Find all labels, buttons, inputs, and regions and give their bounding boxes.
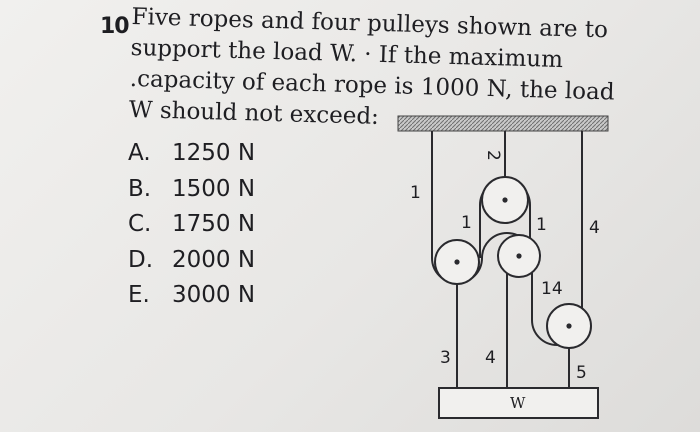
answer-options: A. 1250 N B. 1500 N C. 1750 N D. 2000 N E. 30… [128, 136, 255, 314]
option-letter: C. [128, 211, 152, 237]
load-block [438, 387, 599, 419]
option-value: 1500 N [172, 175, 256, 202]
rope-label: 3 [440, 348, 451, 368]
load-label: W [510, 394, 526, 412]
rope-label: 1 [461, 213, 472, 233]
question-number: 10 [100, 14, 130, 39]
option-c[interactable]: C. 1750 N [128, 207, 255, 243]
option-letter: D. [128, 246, 154, 273]
option-value: 1250 N [172, 140, 256, 166]
rope-label: 14 [541, 279, 563, 299]
ceiling-support [397, 115, 609, 132]
option-letter: A. [128, 140, 151, 166]
option-value: 3000 N [172, 282, 256, 308]
option-value: 1750 N [172, 211, 256, 237]
rope-label: 1 [410, 183, 421, 203]
option-b[interactable]: B. 1500 N [128, 172, 255, 208]
rope-label: 2 [483, 150, 503, 161]
rope-label: 4 [485, 348, 496, 368]
option-letter: B. [128, 175, 152, 202]
option-a[interactable]: A. 1250 N [128, 136, 255, 172]
option-d[interactable]: D. 2000 N [128, 243, 255, 279]
rope-label: 4 [589, 218, 600, 238]
rope-label: 5 [576, 363, 587, 383]
rope-label: 1 [536, 215, 547, 235]
option-value: 2000 N [172, 246, 256, 273]
option-e[interactable]: E. 3000 N [128, 278, 255, 314]
option-letter: E. [128, 282, 150, 308]
